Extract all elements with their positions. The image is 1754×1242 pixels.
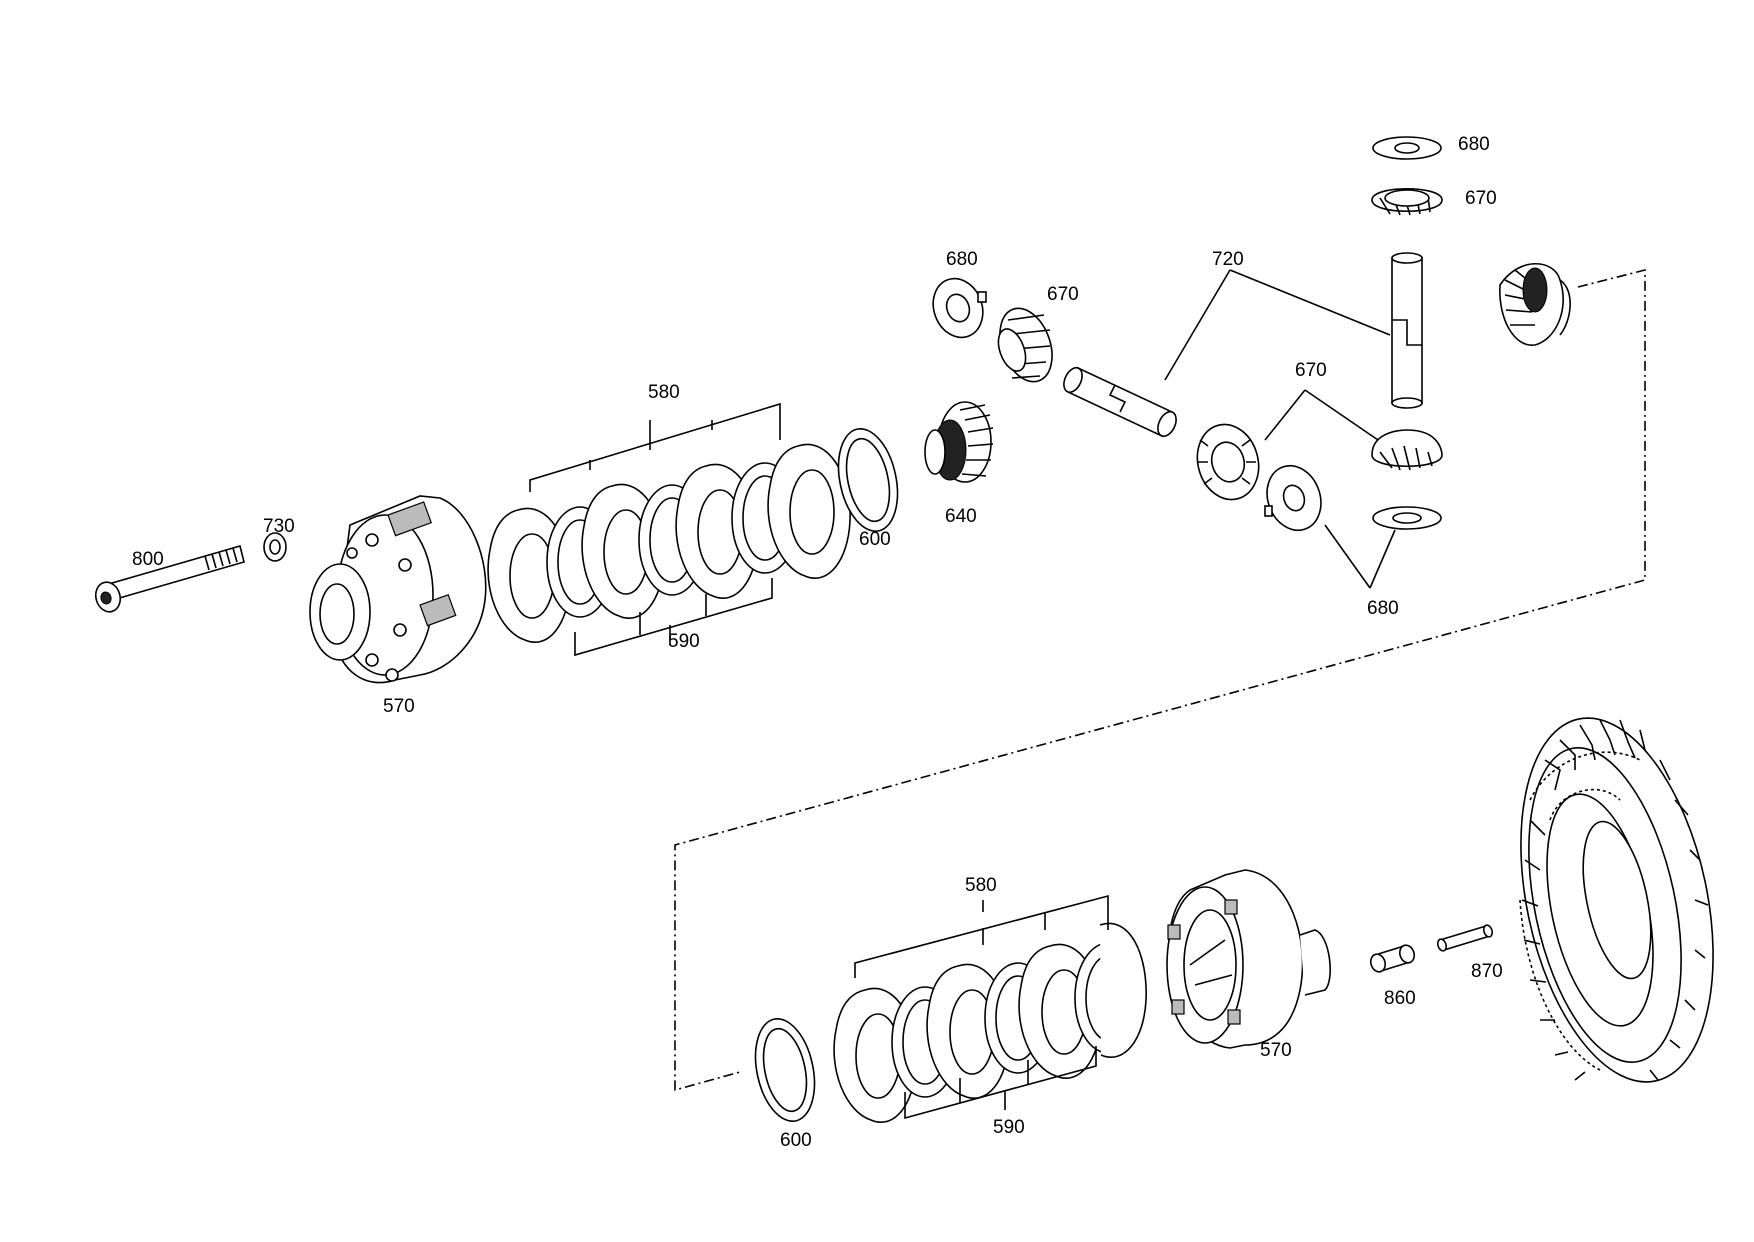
washer-730 [263,532,287,562]
label-870: 870 [1471,961,1503,982]
label-590-lower: 590 [993,1117,1025,1138]
label-600-upper: 600 [859,529,891,550]
label-580-lower: 580 [965,875,997,896]
pinion-gear-670-top [1371,187,1443,216]
cross-shaft-720-horizontal [1063,366,1177,438]
label-570-lower: 570 [1260,1040,1292,1061]
side-gear-640 [924,401,994,483]
diff-housing-570-upper [309,495,487,684]
thrust-washer-680-left [932,277,987,339]
bevel-gear-right [1499,262,1571,346]
label-600-lower: 600 [780,1130,812,1151]
clutch-disc-pack-lower [833,894,1147,1123]
pin-870 [1436,924,1494,952]
label-670-left: 670 [1047,284,1079,305]
bolt-800 [94,545,245,613]
thrust-washer-680-mid [1264,464,1322,532]
thrust-washer-600-upper [837,428,899,532]
thrust-washer-680-top [1372,136,1442,160]
label-800: 800 [132,549,164,570]
label-680-top: 680 [1458,134,1490,155]
label-680-left: 680 [946,249,978,270]
label-570-upper: 570 [383,696,415,717]
pin-860 [1369,944,1416,973]
cross-shaft-720-vertical [1391,252,1423,409]
thrust-washer-600-lower [754,1018,816,1122]
label-730: 730 [263,516,295,537]
diff-housing-570-lower [1166,869,1331,1049]
label-590-upper: 590 [668,631,700,652]
thrust-washer-680-lower [1372,506,1442,530]
clutch-disc-pack-upper [487,402,851,657]
label-670-top: 670 [1465,188,1497,209]
pinion-gear-670-lower [1371,429,1443,471]
label-670-mid: 670 [1295,360,1327,381]
assembly-connector-line [674,268,1646,1092]
label-720: 720 [1212,249,1244,270]
pinion-gear-670-mid [1196,423,1260,501]
label-680-lower: 680 [1367,598,1399,619]
pinion-gear-670-left [997,307,1053,383]
label-860: 860 [1384,988,1416,1009]
ring-gear [1519,717,1714,1083]
label-580-upper: 580 [648,382,680,403]
label-640: 640 [945,506,977,527]
leader-lines [1164,269,1396,589]
